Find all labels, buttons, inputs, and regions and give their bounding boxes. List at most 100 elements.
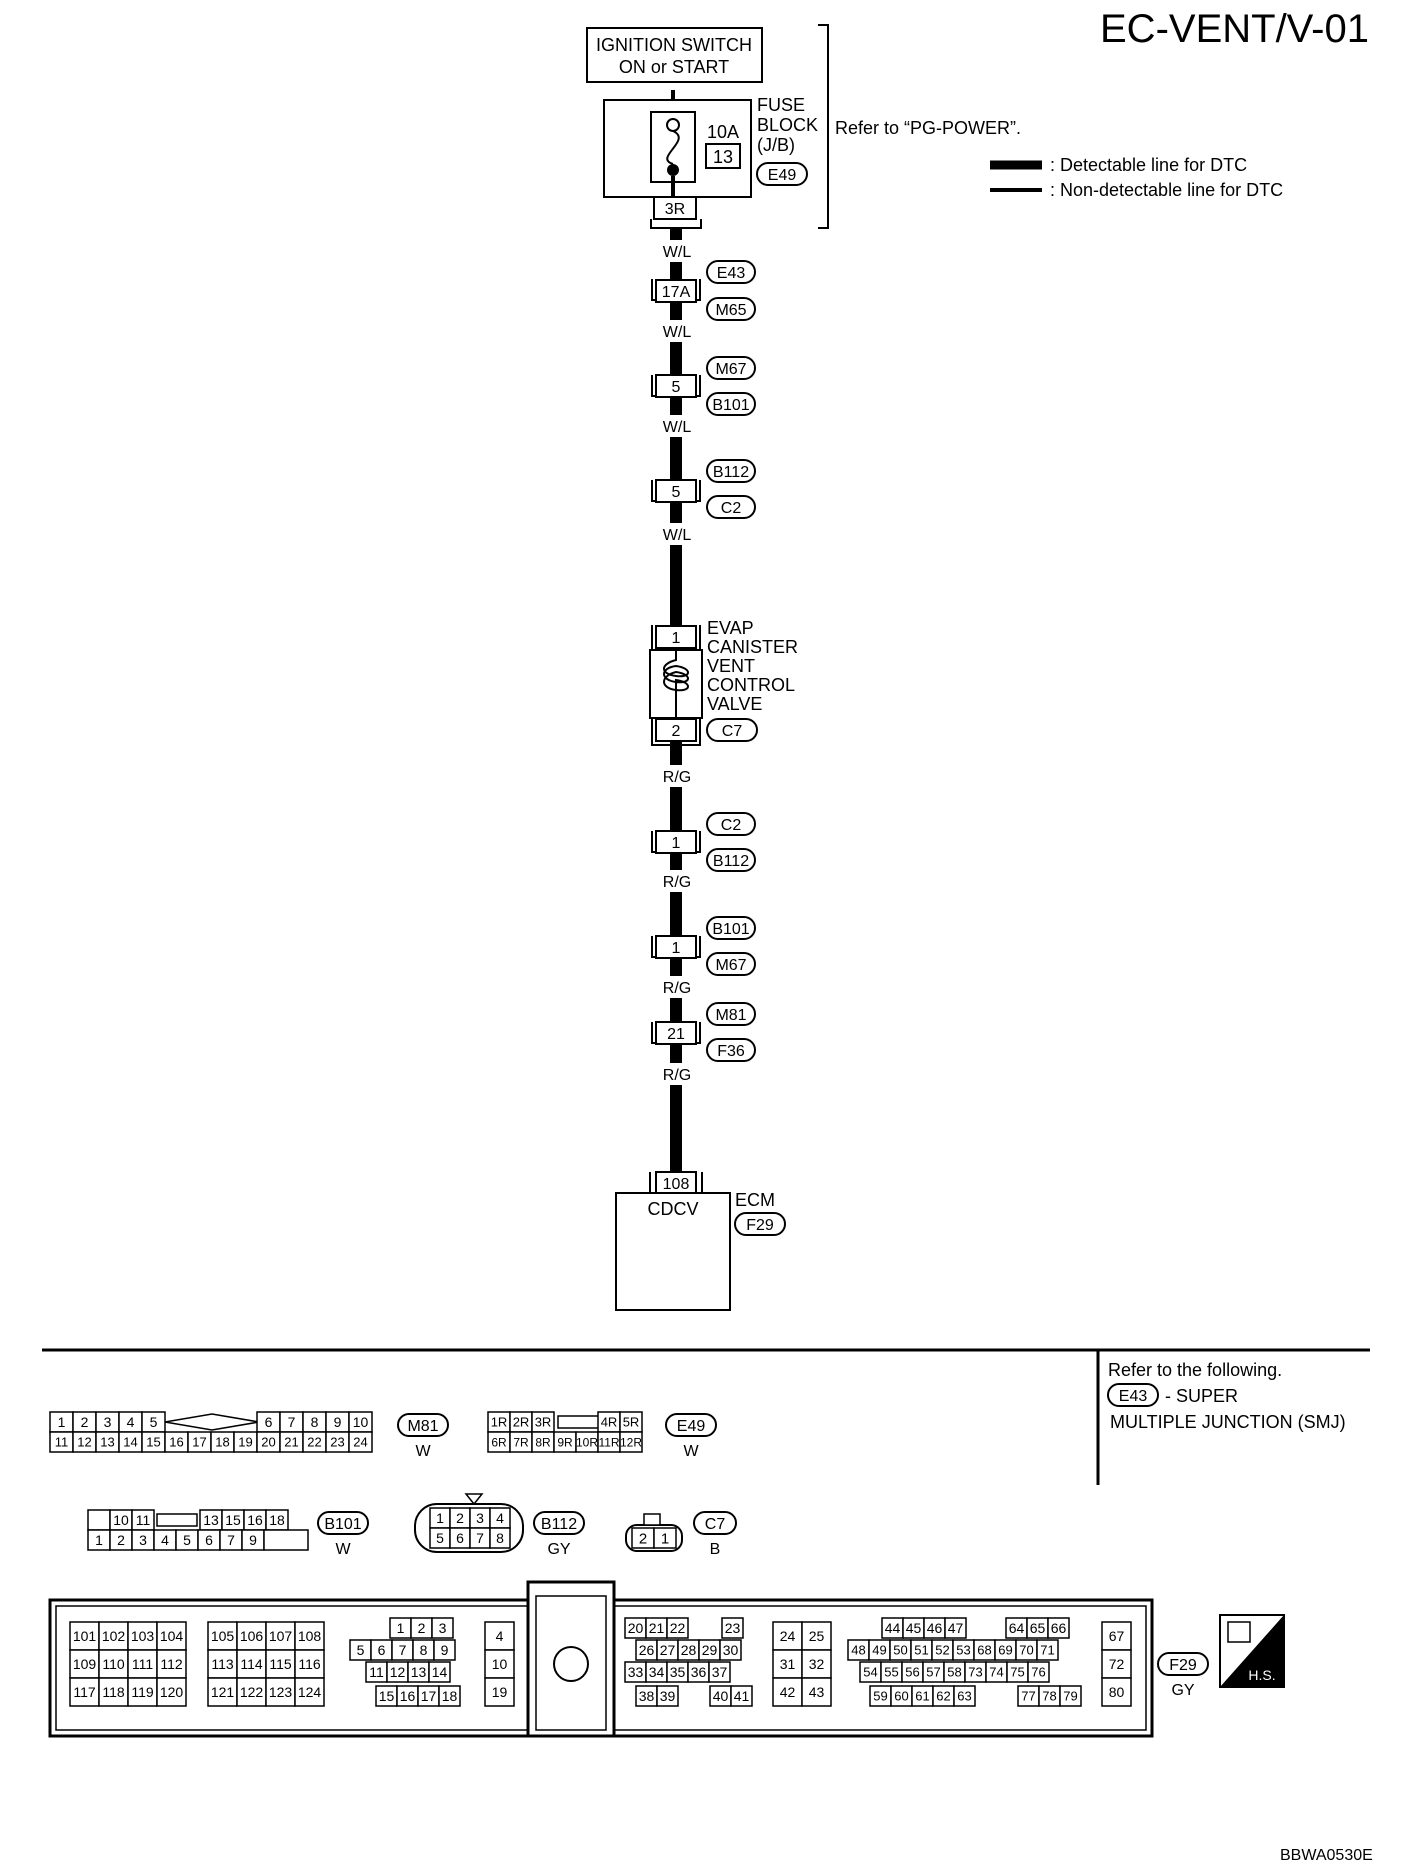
pin-cell — [721, 1617, 744, 1639]
pin-label: 112 — [160, 1656, 183, 1672]
wire-label-bg — [655, 320, 699, 342]
pin-label: 75 — [1010, 1665, 1024, 1680]
pin-label: 76 — [1031, 1665, 1045, 1680]
wire-color-label: W/L — [663, 527, 692, 544]
pin-label: 113 — [211, 1656, 234, 1672]
pin-label: 66 — [1051, 1620, 1067, 1636]
pin-cell — [484, 1621, 515, 1651]
fuse-number-box — [705, 143, 741, 169]
connector-badge — [533, 1511, 585, 1535]
connector-badge — [693, 1511, 737, 1535]
pin-label: 27 — [660, 1642, 676, 1658]
connector-id: E49 — [677, 1418, 706, 1435]
pin-label: 117 — [73, 1684, 96, 1700]
connector-label: C7 — [722, 723, 743, 740]
pin-label: 55 — [884, 1665, 898, 1680]
pin-label: 119 — [131, 1684, 154, 1700]
pin-label: 31 — [780, 1656, 796, 1672]
junction-connector-1-b101: 1 B101 M67 — [651, 916, 756, 976]
refer-pg-power: Refer to “PG-POWER”. — [835, 118, 1021, 138]
smj-text-1: - SUPER — [1165, 1386, 1238, 1406]
pin-label: 13 — [203, 1512, 219, 1528]
pin-cell — [1101, 1621, 1132, 1651]
pin-cell — [438, 1685, 461, 1707]
connector-id: B112 — [541, 1516, 577, 1533]
connector-label: M67 — [715, 957, 746, 974]
wire-label-bg — [655, 523, 699, 545]
pin-label: 11 — [369, 1664, 384, 1680]
valve-pin-bottom: 2 — [672, 723, 681, 740]
connector-label: M81 — [715, 1007, 746, 1024]
pin-cell — [953, 1685, 976, 1707]
pin-cell — [666, 1617, 689, 1639]
junction-connector-17a: 17A E43 M65 — [651, 260, 756, 321]
junction-pin: 17A — [662, 284, 691, 301]
pin-label: 11 — [55, 1435, 69, 1450]
pin-cell — [801, 1677, 832, 1707]
junction-pin: 5 — [672, 379, 681, 396]
pin-cell — [348, 1431, 373, 1453]
pin-label: 115 — [269, 1656, 292, 1672]
connector-label: M67 — [715, 361, 746, 378]
pin-label: 18 — [442, 1688, 458, 1704]
smj-text-2: MULTIPLE JUNCTION (SMJ) — [1110, 1412, 1346, 1432]
pin-label: 26 — [639, 1642, 655, 1658]
pin-label: 15 — [225, 1512, 241, 1528]
pin-label: 107 — [269, 1628, 293, 1644]
pin-cell — [236, 1621, 267, 1651]
pin-label: 104 — [160, 1628, 184, 1644]
pin-label: 10R — [576, 1435, 598, 1449]
pin-cell — [772, 1621, 803, 1651]
connector-label: B112 — [713, 464, 749, 481]
pin-cell — [87, 1509, 111, 1531]
pin-label: 29 — [702, 1642, 718, 1658]
pin-cell — [236, 1677, 267, 1707]
connector-label: C2 — [721, 500, 742, 517]
junction-pin: 1 — [672, 940, 681, 957]
pin-label: 2 — [639, 1530, 647, 1547]
pin-label: 14 — [123, 1435, 137, 1450]
pin-label: 1 — [436, 1510, 444, 1526]
connector-color: W — [683, 1443, 699, 1460]
wire-label-bg — [655, 870, 699, 892]
wire-color-label: R/G — [663, 980, 691, 997]
pin-cell — [156, 1677, 187, 1707]
pin-label: 17 — [192, 1435, 206, 1450]
pin-label: 63 — [957, 1689, 971, 1704]
pin-label: 124 — [298, 1684, 322, 1700]
pin-label: 59 — [873, 1689, 887, 1704]
pin-label: 18 — [269, 1512, 285, 1528]
pin-label: 51 — [914, 1643, 928, 1658]
connector-badge — [317, 1511, 369, 1535]
pin-cell — [656, 1685, 679, 1707]
pin-label: 16 — [400, 1688, 416, 1704]
pin-label: 5 — [150, 1414, 158, 1430]
pin-label: 109 — [73, 1656, 97, 1672]
pin-label: 6 — [456, 1530, 464, 1546]
pin-cell — [431, 1617, 454, 1639]
pin-label: 57 — [926, 1665, 940, 1680]
smj-connector-label: E43 — [1119, 1388, 1148, 1405]
harness-side-icon-fill — [1220, 1615, 1284, 1687]
pin-label: 111 — [132, 1656, 153, 1672]
wire-label-bg — [655, 415, 699, 437]
pin-label: 25 — [809, 1628, 825, 1644]
pin-label: 118 — [102, 1684, 125, 1700]
page-title: EC-VENT/V-01 — [1100, 7, 1369, 51]
pin-label: 70 — [1019, 1643, 1033, 1658]
wire-color-label: R/G — [663, 874, 691, 891]
pin-label: 9 — [334, 1414, 342, 1430]
harness-plug-icon — [1227, 1621, 1251, 1643]
connector-badge — [397, 1413, 449, 1437]
ecm-signal-label: CDCV — [647, 1199, 698, 1219]
pin-label: 44 — [885, 1620, 901, 1636]
connector-label: E49 — [768, 167, 797, 184]
ignition-switch-label: IGNITION SWITCH — [596, 35, 752, 55]
pin-label: 36 — [691, 1664, 707, 1680]
pin-label: 6 — [378, 1642, 386, 1658]
pin-label: 10 — [353, 1414, 369, 1430]
